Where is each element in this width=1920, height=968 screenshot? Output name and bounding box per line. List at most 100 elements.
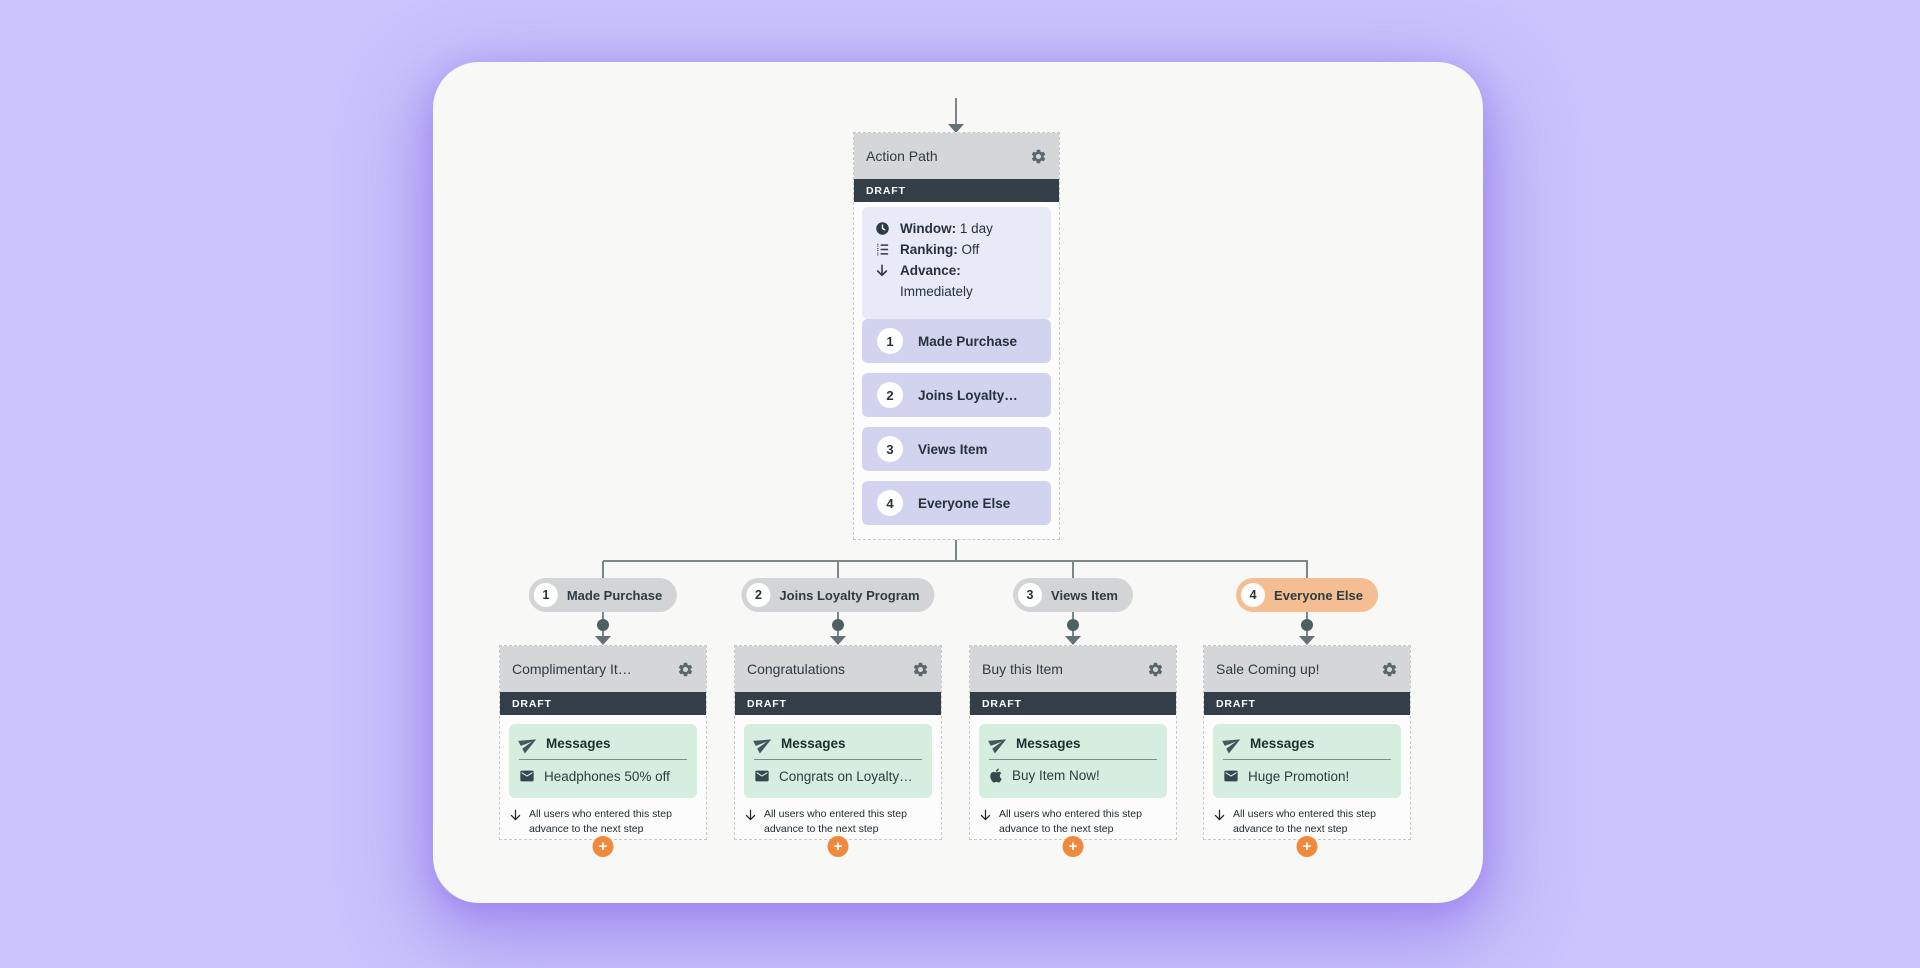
- connector-dot: [1067, 619, 1079, 631]
- branch-pill-1: 1 Made Purchase: [528, 578, 678, 612]
- messages-label: Messages: [546, 735, 611, 751]
- path-label: Everyone Else: [918, 495, 1011, 511]
- node-title: Action Path: [866, 148, 938, 164]
- connector-line: [1306, 561, 1308, 578]
- advance-note: All users who entered this step advance …: [743, 807, 932, 837]
- flow-canvas: Action Path DRAFT Window: 1 day R: [433, 62, 1483, 903]
- connector-line: [603, 560, 1308, 562]
- branch-number: 4: [1241, 583, 1266, 607]
- message-title: Headphones 50% off: [544, 768, 670, 784]
- path-label: Views Item: [918, 441, 988, 457]
- down-arrow-icon: [745, 809, 756, 821]
- message-title: Congrats on Loyalty…: [779, 768, 913, 784]
- divider: [754, 759, 922, 760]
- message-row[interactable]: Huge Promotion!: [1223, 768, 1391, 784]
- advance-note: All users who entered this step advance …: [978, 807, 1167, 837]
- path-number: 1: [877, 328, 903, 354]
- email-icon: [519, 768, 535, 784]
- connector-line: [1072, 561, 1074, 578]
- messages-section[interactable]: Messages Huge Promotion!: [1213, 724, 1401, 798]
- divider: [989, 759, 1157, 760]
- advance-icon: [874, 263, 890, 279]
- arrow-down-icon: [1065, 636, 1081, 645]
- card-header: Sale Coming up!: [1204, 646, 1410, 692]
- messages-label: Messages: [1250, 735, 1315, 751]
- connector-line: [955, 540, 957, 561]
- setting-label: Window:: [900, 221, 957, 236]
- path-item-4[interactable]: 4 Everyone Else: [862, 481, 1051, 525]
- path-label: Joins Loyalty…: [918, 387, 1018, 403]
- message-row[interactable]: Congrats on Loyalty…: [754, 768, 922, 784]
- connector-dot: [1301, 619, 1313, 631]
- message-card-1[interactable]: Complimentary It… DRAFT Messages Headpho…: [499, 645, 707, 857]
- branch-pill-label: Everyone Else: [1274, 587, 1363, 603]
- add-step-button[interactable]: +: [1062, 836, 1084, 857]
- path-number: 2: [877, 382, 903, 408]
- add-step-button[interactable]: +: [592, 836, 614, 857]
- message-card-2[interactable]: Congratulations DRAFT Messages Congrats …: [734, 645, 942, 857]
- connector-line: [837, 561, 839, 578]
- branch-pill-2: 2 Joins Loyalty Program: [741, 578, 935, 612]
- path-label: Made Purchase: [918, 333, 1018, 349]
- action-path-header: Action Path: [854, 133, 1059, 179]
- path-item-2[interactable]: 2 Joins Loyalty…: [862, 373, 1051, 417]
- branch-number: 1: [533, 583, 558, 607]
- message-title: Huge Promotion!: [1248, 768, 1350, 784]
- email-icon: [1223, 768, 1239, 784]
- messages-section[interactable]: Messages Headphones 50% off: [509, 724, 697, 798]
- advance-note-text: All users who entered this step advance …: [764, 808, 907, 836]
- branch-number: 2: [746, 583, 771, 607]
- arrow-down-icon: [948, 124, 964, 133]
- messages-section[interactable]: Messages Congrats on Loyalty…: [744, 724, 932, 798]
- setting-advance: Advance:: [874, 260, 1039, 281]
- gear-icon[interactable]: [677, 661, 694, 678]
- branch-pill-3: 3 Views Item: [1013, 578, 1133, 612]
- down-arrow-icon: [980, 809, 991, 821]
- send-icon: [753, 734, 773, 754]
- status-badge: DRAFT: [970, 692, 1176, 715]
- message-row[interactable]: Buy Item Now!: [989, 768, 1157, 783]
- message-row[interactable]: Headphones 50% off: [519, 768, 687, 784]
- card-header: Buy this Item: [970, 646, 1176, 692]
- action-path-node[interactable]: Action Path DRAFT Window: 1 day R: [853, 132, 1060, 540]
- card-title: Sale Coming up!: [1216, 661, 1320, 677]
- add-step-button[interactable]: +: [1296, 836, 1318, 857]
- card-title: Buy this Item: [982, 661, 1063, 677]
- add-step-button[interactable]: +: [827, 836, 849, 857]
- branch-pill-4: 4 Everyone Else: [1236, 578, 1378, 612]
- arrow-down-icon: [1299, 636, 1315, 645]
- message-card-4[interactable]: Sale Coming up! DRAFT Messages Huge Prom…: [1203, 645, 1411, 857]
- messages-section[interactable]: Messages Buy Item Now!: [979, 724, 1167, 798]
- advance-note: All users who entered this step advance …: [508, 807, 697, 837]
- divider: [1223, 759, 1391, 760]
- setting-label: Ranking:: [900, 242, 958, 257]
- gear-icon[interactable]: [1030, 148, 1047, 165]
- ranking-icon: [874, 242, 890, 258]
- branch-pill-label: Made Purchase: [566, 587, 663, 603]
- gear-icon[interactable]: [1147, 661, 1164, 678]
- advance-note-text: All users who entered this step advance …: [529, 808, 672, 836]
- setting-value: Off: [961, 242, 980, 257]
- path-item-3[interactable]: 3 Views Item: [862, 427, 1051, 471]
- message-title: Buy Item Now!: [1012, 768, 1100, 783]
- branch-number: 3: [1018, 583, 1043, 607]
- advance-note: All users who entered this step advance …: [1212, 807, 1401, 837]
- gear-icon[interactable]: [1381, 661, 1398, 678]
- action-path-settings: Window: 1 day Ranking: Off Advance: Imme…: [862, 207, 1051, 319]
- setting-ranking: Ranking: Off: [874, 239, 1039, 260]
- gear-icon[interactable]: [912, 661, 929, 678]
- advance-note-text: All users who entered this step advance …: [1233, 808, 1376, 836]
- email-icon: [754, 768, 770, 784]
- message-card-3[interactable]: Buy this Item DRAFT Messages Buy Item No…: [969, 645, 1177, 857]
- advance-note-text: All users who entered this step advance …: [999, 808, 1142, 836]
- divider: [519, 759, 687, 760]
- path-item-1[interactable]: 1 Made Purchase: [862, 319, 1051, 363]
- status-badge: DRAFT: [735, 692, 941, 715]
- card-header: Congratulations: [735, 646, 941, 692]
- down-arrow-icon: [1214, 809, 1225, 821]
- path-number: 3: [877, 436, 903, 462]
- connector-line: [602, 561, 604, 578]
- card-title: Complimentary It…: [512, 661, 632, 677]
- branch-pill-label: Views Item: [1051, 587, 1118, 603]
